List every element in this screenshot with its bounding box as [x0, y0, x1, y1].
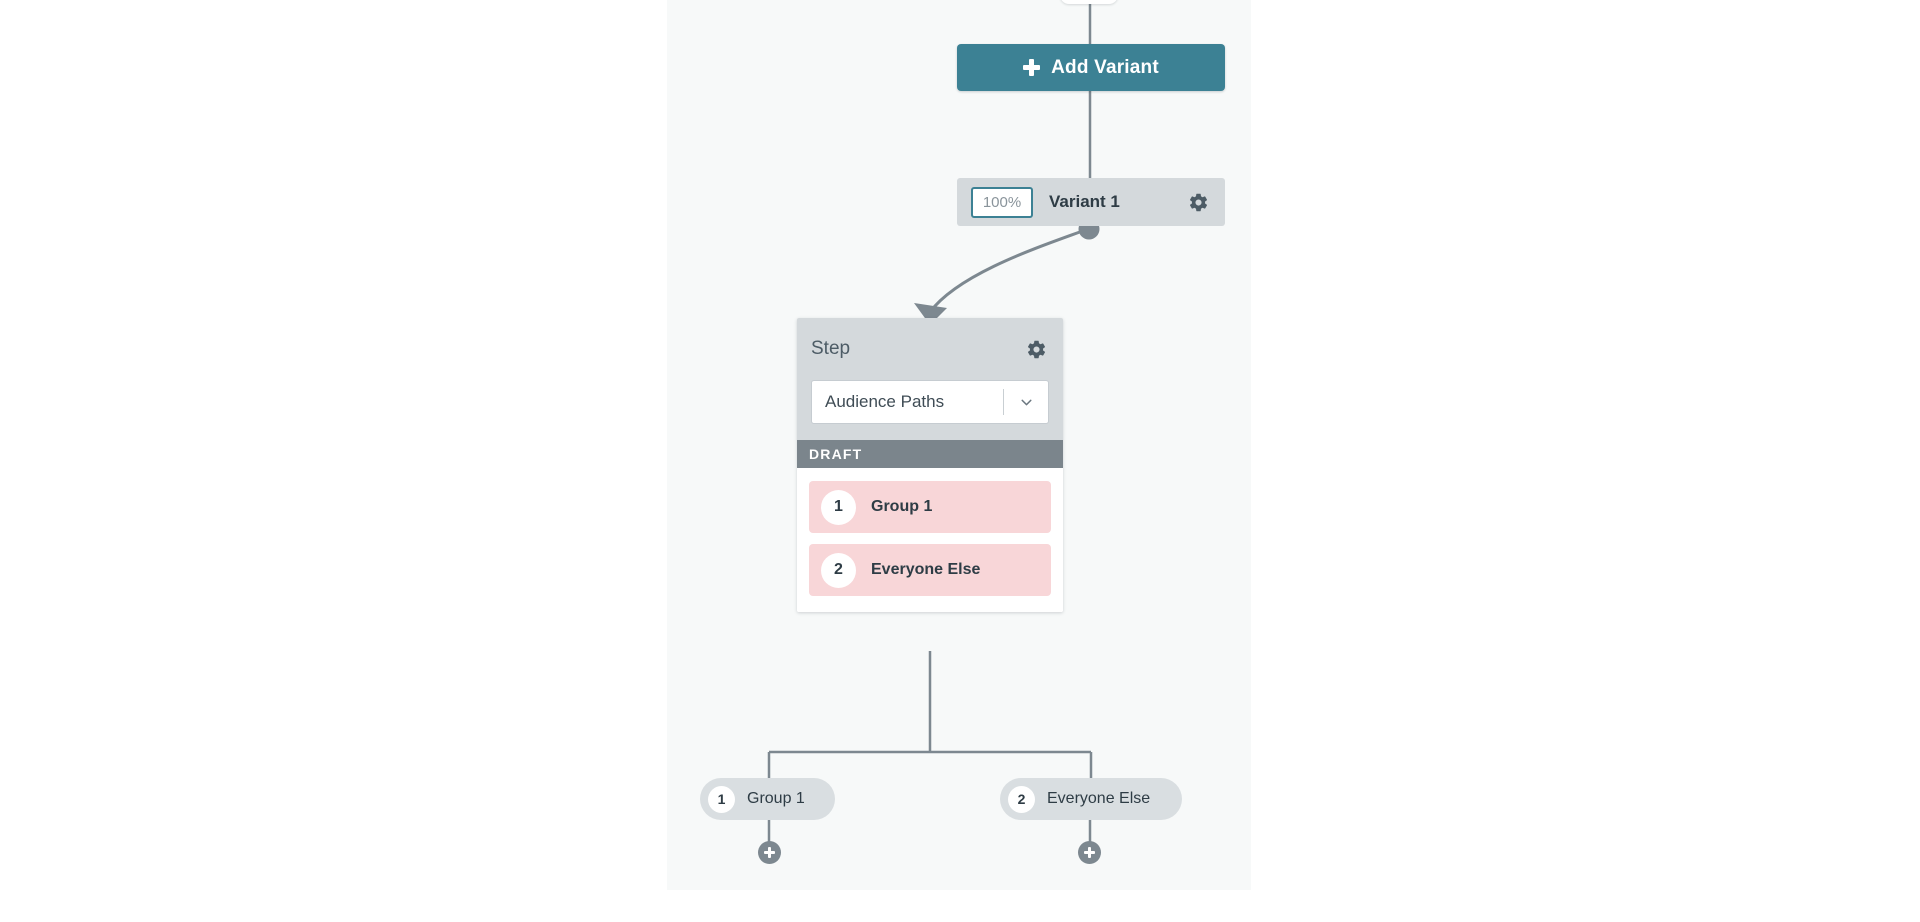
plus-icon — [1023, 59, 1041, 76]
branch-pill-everyone-else[interactable]: 2 Everyone Else — [1000, 778, 1182, 820]
plus-circle-icon — [764, 847, 775, 858]
chevron-down-icon[interactable] — [1004, 394, 1048, 411]
step-type-value: Audience Paths — [825, 392, 945, 411]
add-step-button-everyone-else[interactable] — [1078, 841, 1101, 864]
audience-group-row[interactable]: 1 Group 1 — [809, 481, 1051, 533]
group-label: Everyone Else — [871, 561, 981, 578]
step-title: Step — [811, 338, 851, 359]
gear-icon — [1189, 193, 1207, 211]
plus-circle-icon — [1084, 847, 1095, 858]
group-label: Group 1 — [871, 498, 933, 515]
step-type-select-container: Audience Paths — [797, 380, 1063, 440]
gear-icon — [1027, 340, 1045, 358]
variant-settings-button[interactable] — [1185, 189, 1211, 215]
branch-label: Everyone Else — [1047, 790, 1151, 807]
upstream-node-stub[interactable] — [1060, 0, 1118, 4]
add-variant-button[interactable]: Add Variant — [957, 44, 1225, 91]
group-number-badge: 1 — [821, 489, 856, 525]
add-step-button-group-1[interactable] — [758, 841, 781, 864]
branch-number-badge: 2 — [1008, 785, 1035, 813]
step-card[interactable]: Step Audience Paths DRAFT 1 — [797, 318, 1063, 612]
step-card-body: 1 Group 1 2 Everyone Else — [797, 468, 1063, 612]
branch-label: Group 1 — [747, 790, 805, 807]
variant-percent-input[interactable] — [971, 186, 1033, 218]
step-settings-button[interactable] — [1023, 336, 1049, 362]
step-card-header: Step — [797, 318, 1063, 380]
branch-number-badge: 1 — [708, 785, 735, 813]
status-badge: DRAFT — [797, 440, 1063, 468]
variant-row[interactable]: Variant 1 — [957, 178, 1225, 226]
variant-name-label: Variant 1 — [1049, 192, 1120, 211]
select-divider — [1003, 389, 1004, 415]
audience-group-row[interactable]: 2 Everyone Else — [809, 544, 1051, 596]
group-number-badge: 2 — [821, 552, 856, 588]
step-type-select[interactable]: Audience Paths — [811, 380, 1049, 424]
add-variant-label: Add Variant — [1051, 56, 1159, 78]
branch-pill-group-1[interactable]: 1 Group 1 — [700, 778, 835, 820]
